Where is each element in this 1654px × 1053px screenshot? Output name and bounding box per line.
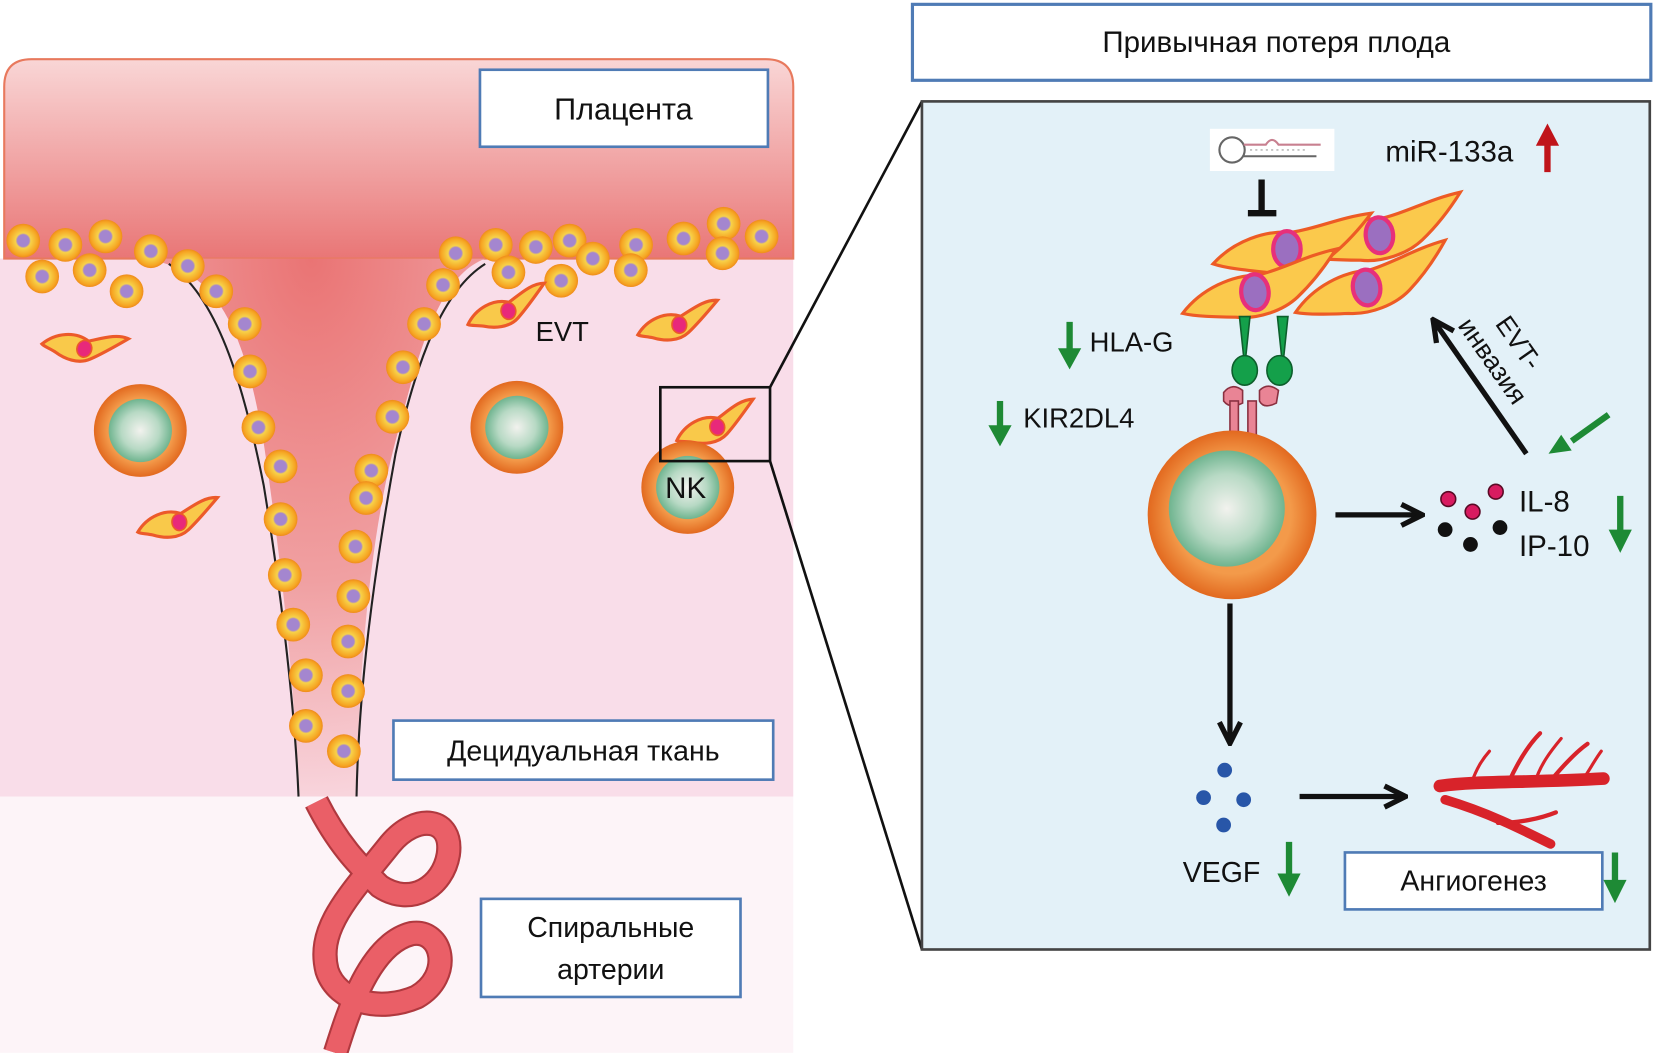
- decidua-label: Децидуальная ткань: [447, 736, 720, 768]
- evt-label: EVT: [536, 316, 590, 347]
- trophoblast-cell: [133, 234, 168, 269]
- down-arrow-icon-kir2dl4: [988, 400, 1012, 447]
- trophoblast-cell: [518, 230, 553, 264]
- trophoblast-cell: [267, 558, 302, 592]
- trophoblast-cell: [491, 255, 526, 290]
- trophoblast-cell: [331, 674, 365, 708]
- trophoblast-cell: [544, 263, 579, 298]
- trophoblast-cell: [289, 708, 323, 743]
- trophoblast-cell: [705, 236, 740, 271]
- nk-label: NK: [665, 472, 706, 505]
- trophoblast-cell: [706, 206, 741, 241]
- trophoblast-cell: [276, 607, 311, 642]
- down-arrow-icon-cytokines: [1608, 495, 1632, 553]
- zoom-connector-bottom: [768, 460, 924, 950]
- spiral-arteries-label-line2: артерии: [557, 954, 664, 986]
- trophoblast-cell: [327, 734, 361, 769]
- trophoblast-cell: [336, 579, 371, 613]
- hla-g-label: HLA-G: [1090, 326, 1174, 357]
- kir2dl4-label: KIR2DL4: [1023, 402, 1134, 433]
- trophoblast-cell: [199, 274, 234, 309]
- trophoblast-cell: [331, 624, 365, 659]
- trophoblast-cell: [575, 241, 610, 276]
- ip10-label: IP-10: [1519, 530, 1590, 563]
- trophoblast-cell: [426, 268, 460, 302]
- trophoblast-cell: [338, 529, 373, 564]
- kir2dl4-receptors: [1222, 385, 1280, 444]
- down-arrow-icon-evt-invasion: [1548, 412, 1611, 454]
- nk-cell: [470, 380, 564, 474]
- trophoblast-cell: [48, 227, 83, 262]
- zoom-region-box: [659, 385, 772, 463]
- nk-cell-large: [1147, 430, 1317, 600]
- trophoblast-cell: [407, 307, 441, 341]
- placenta-label: Плацента: [554, 92, 693, 126]
- trophoblast-cell: [109, 274, 144, 309]
- mirna-hairpin-icon: [1209, 128, 1335, 172]
- trophoblast-cell: [613, 253, 648, 288]
- trophoblast-cell: [88, 219, 123, 254]
- angiogenesis-label-box: Ангиогенез: [1343, 851, 1604, 911]
- trophoblast-cell: [375, 399, 410, 434]
- down-arrow-icon-angiogenesis: [1603, 852, 1627, 904]
- trophoblast-cell: [170, 249, 205, 283]
- trophoblast-cell: [241, 410, 276, 445]
- trophoblast-cell: [72, 253, 107, 288]
- trophoblast-cell: [6, 223, 41, 258]
- trophoblast-cell: [386, 350, 420, 385]
- blood-vessel-icon: [1433, 731, 1610, 849]
- title-box: Привычная потеря плода: [910, 2, 1653, 82]
- inhibition-icon: [1247, 179, 1277, 217]
- il8-label: IL-8: [1519, 486, 1570, 519]
- mirna-label: miR-133a: [1385, 136, 1514, 169]
- placenta-label-box: Плацента: [478, 68, 770, 149]
- trophoblast-cell: [25, 259, 60, 294]
- trophoblast-cell: [289, 658, 323, 693]
- cytokine-dots: [1437, 483, 1508, 552]
- zoom-connector-top: [768, 100, 924, 388]
- vegf-label: VEGF: [1183, 857, 1261, 889]
- left-panel: EVT NK Плацента Децидуальная ткань Спира…: [0, 58, 795, 1053]
- trophoblast-cell: [666, 221, 701, 256]
- trophoblast-cell: [263, 449, 298, 484]
- spiral-artery: [305, 796, 462, 1053]
- trophoblast-cell: [349, 481, 383, 515]
- up-arrow-icon: [1535, 123, 1560, 173]
- down-arrow-icon-vegf: [1277, 841, 1301, 897]
- evt-invasion-arrow: [1435, 322, 1529, 456]
- trophoblast-cell: [744, 219, 779, 254]
- spiral-arteries-label-line1: Спиральные: [527, 912, 694, 944]
- right-panel: miR-133a: [920, 100, 1652, 951]
- angiogenesis-label: Ангиогенез: [1400, 865, 1546, 897]
- vegf-dots: [1196, 762, 1252, 833]
- trophoblast-cell: [227, 307, 262, 341]
- nk-cell: [93, 384, 187, 477]
- title: Привычная потеря плода: [1102, 26, 1450, 59]
- intervillous-funnel: [137, 258, 486, 797]
- trophoblast-cell: [263, 502, 298, 536]
- down-arrow-icon-hla-g: [1058, 321, 1082, 370]
- trophoblast-cell: [438, 236, 473, 271]
- decidua-label-box: Децидуальная ткань: [392, 719, 775, 781]
- hla-g-molecules: [1231, 315, 1293, 386]
- trophoblast-cell: [233, 354, 267, 389]
- spiral-arteries-label-box: Спиральные артерии: [479, 897, 742, 999]
